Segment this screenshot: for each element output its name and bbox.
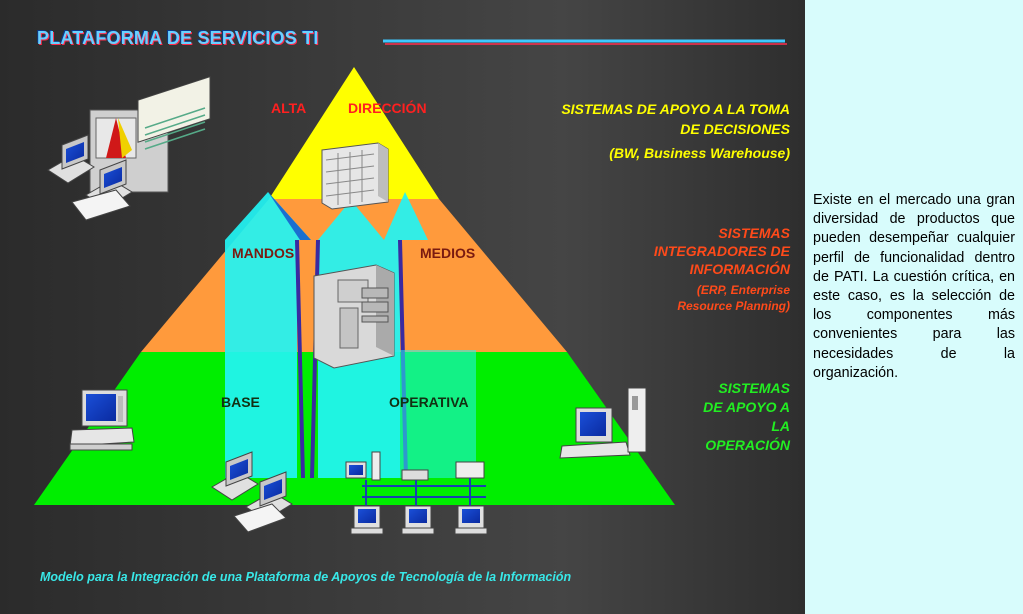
side-panel [805, 0, 1023, 614]
base-level-line2: DE APOYO A [703, 399, 790, 415]
pyramid-top-band [269, 67, 439, 199]
page-title: PLATAFORMA DE SERVICIOS TI [37, 28, 319, 48]
desktop-computer-icon [69, 389, 135, 451]
top-level-description: SISTEMAS DE APOYO A LA TOMA DE DECISIONE… [480, 99, 790, 163]
network-icon [345, 451, 488, 535]
label-mandos: MANDOS [232, 245, 295, 261]
base-level-description: SISTEMAS DE APOYO A LA OPERACIÓN [640, 379, 790, 455]
base-level-line4: OPERACIÓN [705, 437, 790, 453]
middle-level-line2: INTEGRADORES DE [653, 243, 790, 259]
label-direccion: DIRECCIÓN [348, 100, 427, 116]
label-base: BASE [221, 394, 260, 410]
side-description: Existe en el mercado una gran diversidad… [813, 192, 1015, 381]
base-level-line1: SISTEMAS [718, 380, 790, 396]
middle-level-line3: INFORMACIÓN [689, 261, 790, 277]
middle-level-detail2: Resource Planning) [677, 299, 790, 313]
base-level-line3: LA [771, 418, 790, 434]
networked-pcs-icon [211, 451, 293, 533]
mainframe-icon [321, 142, 389, 210]
slide-area: PLATAFORMA DE SERVICIOS TI ALTA DIRECCIÓ… [0, 0, 805, 614]
middle-level-detail1: (ERP, Enterprise [696, 283, 790, 297]
middle-level-line1: SISTEMAS [718, 225, 790, 241]
server-tower-icon [313, 264, 395, 369]
top-level-detail: (BW, Business Warehouse) [609, 145, 790, 161]
workstation-icon [559, 387, 647, 459]
middle-level-description: SISTEMAS INTEGRADORES DE INFORMACIÓN (ER… [560, 224, 790, 314]
top-level-line1: SISTEMAS DE APOYO A LA TOMA [561, 101, 790, 117]
arrow-left [225, 192, 311, 479]
top-level-line2: DE DECISIONES [680, 121, 790, 137]
slide-caption: Modelo para la Integración de una Plataf… [40, 570, 572, 584]
pyramid-diagram [34, 39, 787, 535]
label-operativa: OPERATIVA [389, 394, 469, 410]
label-medios: MEDIOS [420, 245, 476, 261]
server-room-icon [47, 76, 211, 221]
label-alta: ALTA [271, 100, 307, 116]
